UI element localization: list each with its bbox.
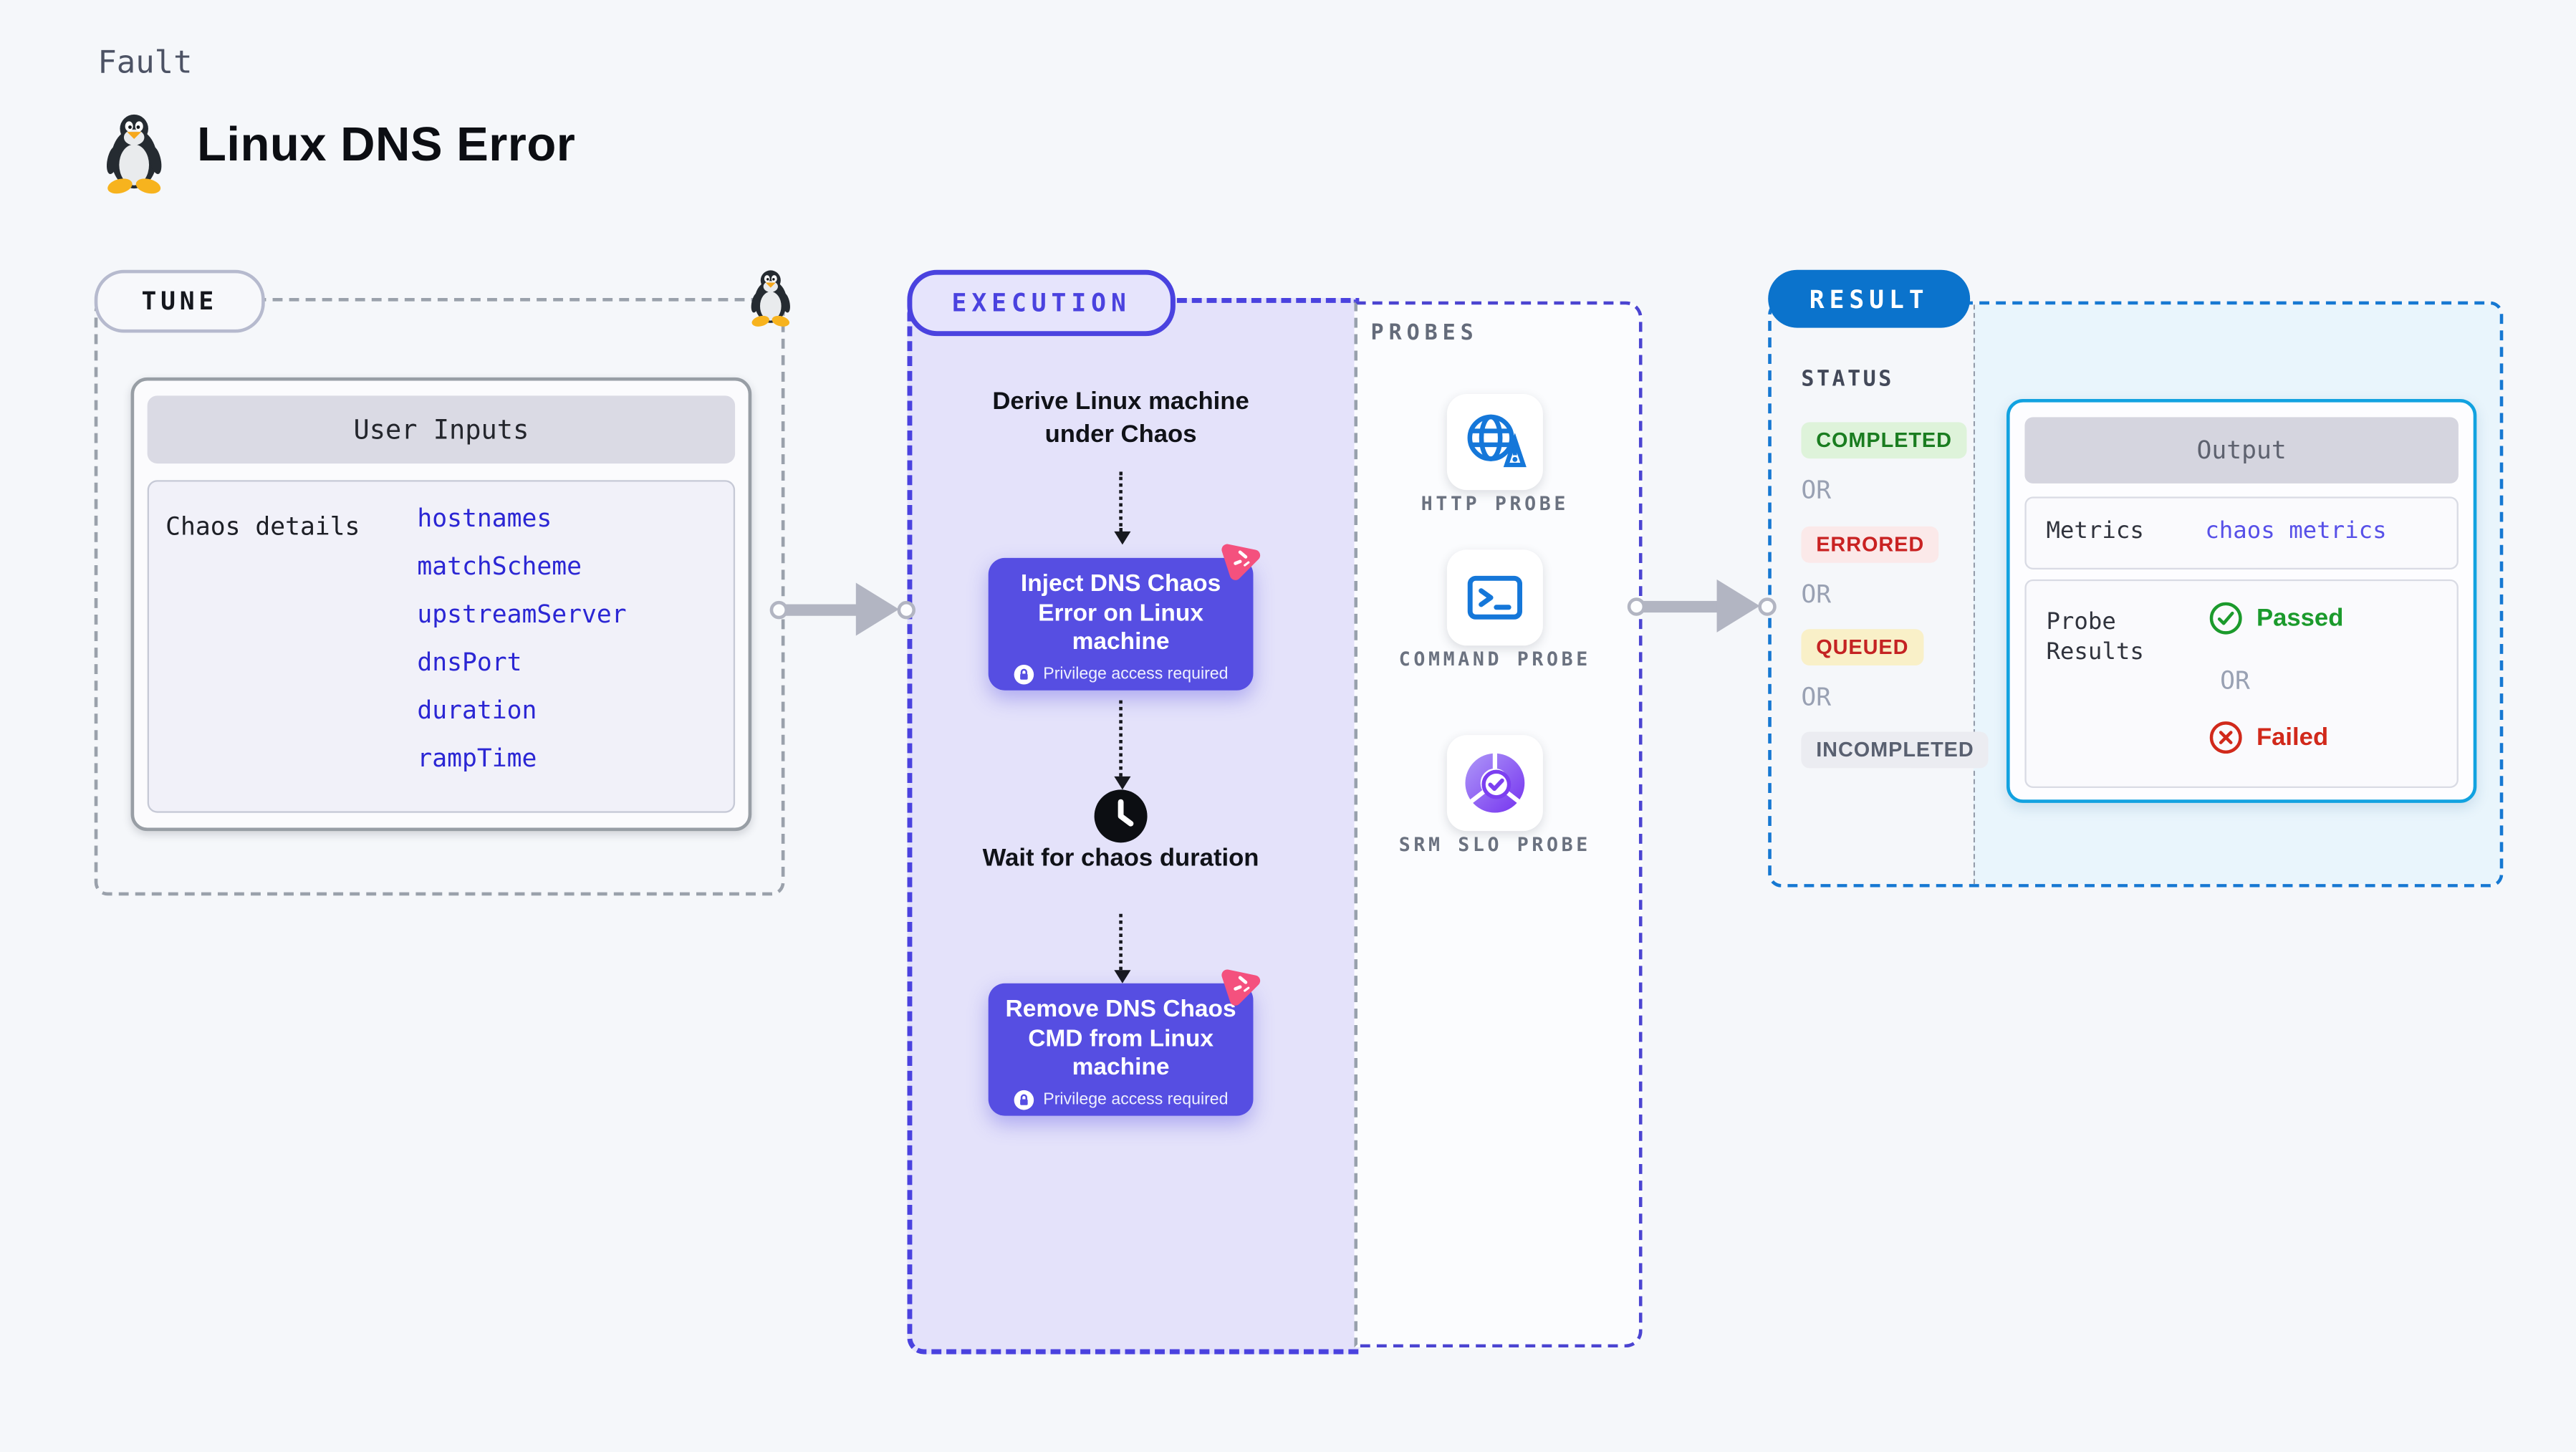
param-list: hostnames matchScheme upstreamServer dns…: [417, 482, 626, 812]
status-incompleted-badge: INCOMPLETED: [1801, 731, 1989, 769]
param-duration: duration: [417, 695, 537, 726]
user-inputs-title: User Inputs: [147, 395, 736, 464]
metrics-row: Metrics chaos metrics: [2024, 496, 2459, 570]
status-heading: STATUS: [1801, 367, 1894, 393]
or-separator: OR: [1801, 475, 1832, 505]
globe-warning-icon: [1467, 414, 1527, 468]
param-matchscheme: matchScheme: [417, 551, 582, 582]
metrics-value: chaos metrics: [2205, 518, 2387, 545]
privilege-note-1: Privilege access required: [989, 663, 1254, 685]
result-section: STATUS COMPLETED OR ERRORED OR QUEUED OR…: [1768, 301, 2504, 888]
output-card: Output Metrics chaos metrics Probe Resul…: [2006, 398, 2477, 803]
status-queued-badge: QUEUED: [1801, 629, 1924, 666]
srm-slo-probe-label: SRM SLO PROBE: [1398, 832, 1591, 856]
inject-chaos-node: Inject DNS Chaos Error on Linux machine …: [988, 557, 1254, 691]
x-circle-icon: [2209, 721, 2242, 754]
status-completed-badge: COMPLETED: [1801, 422, 1967, 459]
terminal-icon: [1467, 575, 1523, 620]
chaos-details-label: Chaos details: [165, 511, 360, 542]
inject-chaos-title: Inject DNS Chaos Error on Linux machine: [1020, 571, 1221, 656]
user-inputs-card: User Inputs Chaos details hostnames matc…: [130, 377, 752, 832]
command-probe-card: [1446, 549, 1543, 646]
passed-indicator: Passed: [2209, 601, 2343, 636]
passed-label: Passed: [2256, 604, 2344, 633]
privilege-note-2: Privilege access required: [989, 1088, 1254, 1110]
or-separator: OR: [1801, 682, 1832, 712]
command-probe-label: COMMAND PROBE: [1398, 647, 1591, 670]
check-circle-icon: [2209, 602, 2242, 635]
flow-arrow-2: [1114, 700, 1131, 790]
param-hostnames: hostnames: [417, 503, 552, 534]
result-badge: RESULT: [1768, 269, 1971, 328]
wait-node-label: Wait for chaos duration: [982, 844, 1259, 872]
execution-badge: EXECUTION: [907, 269, 1176, 337]
output-title: Output: [2024, 417, 2459, 484]
failed-indicator: Failed: [2209, 720, 2328, 755]
lock-icon: [1013, 663, 1035, 685]
probes-label: PROBES: [1370, 321, 1479, 347]
execution-to-result-arrow: [1627, 578, 1777, 635]
tune-section: [94, 297, 785, 896]
srm-slo-probe-card: [1446, 735, 1543, 832]
metrics-label: Metrics: [2046, 518, 2144, 545]
page-title: Linux DNS Error: [197, 119, 576, 173]
flow-arrow-1: [1114, 471, 1131, 545]
linux-tux-small-icon: [749, 270, 792, 328]
fault-kicker: Fault: [97, 44, 193, 82]
probe-results-label: Probe Results: [2046, 609, 2144, 666]
status-errored-badge: ERRORED: [1801, 526, 1939, 563]
tune-to-execution-arrow: [769, 581, 916, 638]
remove-chaos-node: Remove DNS Chaos CMD from Linux machine …: [988, 983, 1254, 1116]
user-inputs-body: Chaos details hostnames matchScheme upst…: [147, 480, 736, 813]
slo-donut-icon: [1465, 752, 1525, 813]
chaos-fault-icon-1: [1217, 537, 1261, 581]
http-probe-label: HTTP PROBE: [1421, 491, 1570, 515]
flow-arrow-3: [1114, 913, 1131, 984]
clock-icon: [1094, 789, 1148, 843]
remove-chaos-title: Remove DNS Chaos CMD from Linux machine: [1005, 996, 1236, 1082]
execution-section: [907, 297, 1360, 1355]
probe-results-row: Probe Results Passed OR Failed: [2024, 579, 2459, 789]
or-separator: OR: [1801, 579, 1832, 610]
http-probe-card: [1446, 394, 1543, 491]
linux-tux-icon: [104, 114, 164, 196]
param-ramptime: rampTime: [417, 743, 537, 774]
param-dnsport: dnsPort: [417, 647, 522, 678]
or-separator: OR: [2220, 665, 2250, 696]
failed-label: Failed: [2256, 723, 2329, 752]
chaos-fault-icon-2: [1217, 962, 1261, 1006]
tune-badge: TUNE: [94, 269, 265, 333]
derive-node-label: Derive Linux machine under Chaos: [992, 387, 1249, 448]
lock-icon: [1013, 1088, 1035, 1110]
param-upstreamserver: upstreamServer: [417, 599, 627, 630]
